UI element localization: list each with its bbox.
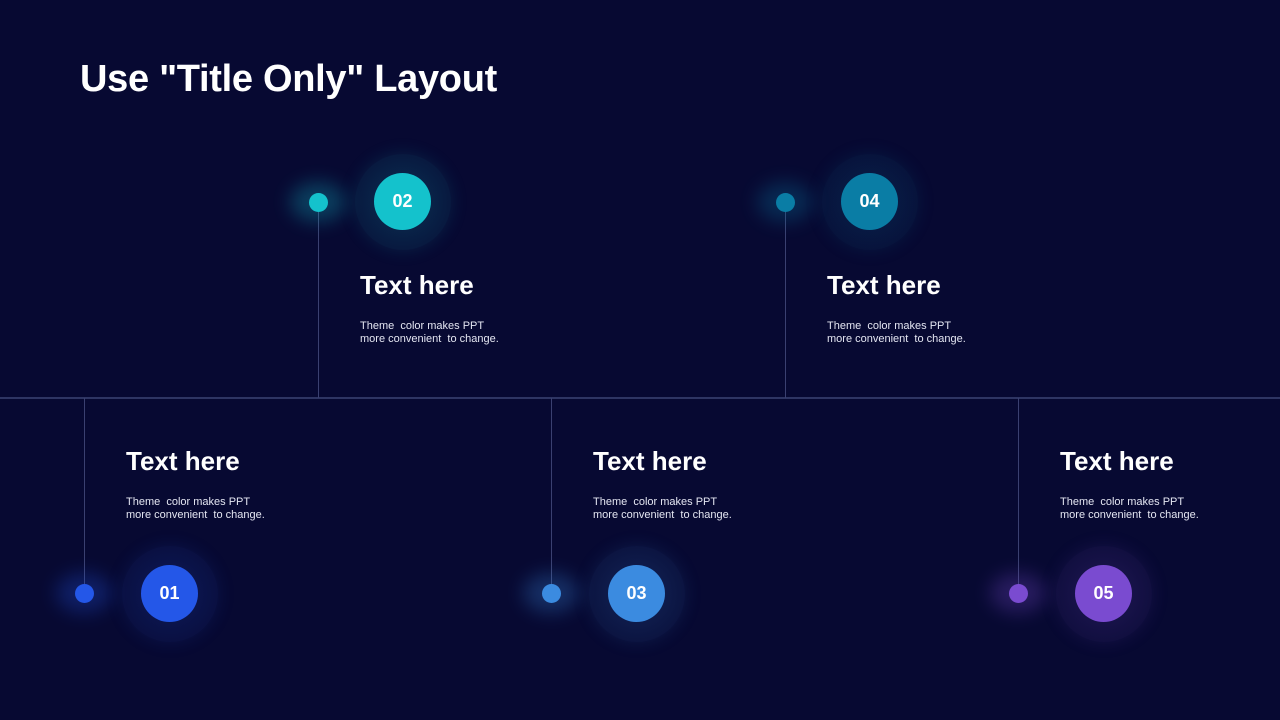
step-description-04: Theme color makes PPT more convenient to… <box>827 320 1027 346</box>
step-description-line: Theme color makes PPT <box>360 320 485 332</box>
step-description-line: more convenient to change. <box>126 509 265 521</box>
step-description-line: Theme color makes PPT <box>593 496 718 508</box>
timeline-dot-01 <box>75 584 94 603</box>
step-description-line: more convenient to change. <box>827 333 966 345</box>
number-badge-03: 03 <box>608 565 665 622</box>
connector-line-04 <box>785 202 786 398</box>
number-badge-02: 02 <box>374 173 431 230</box>
step-heading-04: Text here <box>827 270 941 300</box>
number-badge-04: 04 <box>841 173 898 230</box>
step-heading-02: Text here <box>360 270 474 300</box>
step-heading-01: Text here <box>126 446 240 476</box>
step-description-05: Theme color makes PPT more convenient to… <box>1060 496 1260 522</box>
step-description-02: Theme color makes PPT more convenient to… <box>360 320 560 346</box>
step-description-03: Theme color makes PPT more convenient to… <box>593 496 793 522</box>
step-description-line: more convenient to change. <box>360 333 499 345</box>
timeline-dot-03 <box>542 584 561 603</box>
timeline-axis <box>0 397 1280 399</box>
timeline-dot-05 <box>1009 584 1028 603</box>
number-badge-01: 01 <box>141 565 198 622</box>
connector-line-03 <box>551 398 552 593</box>
timeline-dot-04 <box>776 193 795 212</box>
step-description-line: Theme color makes PPT <box>126 496 251 508</box>
number-badge-05: 05 <box>1075 565 1132 622</box>
step-description-line: Theme color makes PPT <box>827 320 952 332</box>
connector-line-01 <box>84 398 85 593</box>
timeline-dot-02 <box>309 193 328 212</box>
step-description-line: Theme color makes PPT <box>1060 496 1185 508</box>
step-description-line: more convenient to change. <box>593 509 732 521</box>
connector-line-02 <box>318 202 319 398</box>
step-description-line: more convenient to change. <box>1060 509 1199 521</box>
step-heading-03: Text here <box>593 446 707 476</box>
step-description-01: Theme color makes PPT more convenient to… <box>126 496 326 522</box>
connector-line-05 <box>1018 398 1019 593</box>
step-heading-05: Text here <box>1060 446 1174 476</box>
slide-title: Use "Title Only" Layout <box>80 58 497 100</box>
